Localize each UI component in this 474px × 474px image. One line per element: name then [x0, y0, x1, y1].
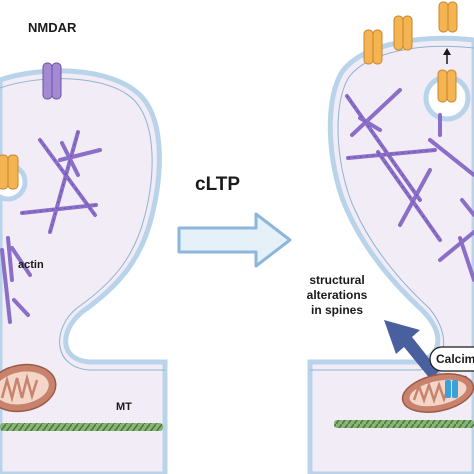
cltp-label: cLTP [195, 174, 241, 195]
structural-line-1: structural [309, 273, 365, 287]
structural-alterations-label: structural alterations in spines [290, 273, 384, 318]
calcium-label-bubble [429, 346, 474, 372]
microtubule-icon [0, 423, 163, 431]
transition-arrow-icon [177, 212, 292, 268]
microtubule-icon [334, 420, 474, 428]
left-spine [0, 62, 168, 474]
nmdar-label: NMDAR [28, 20, 77, 35]
mitochondrion-icon [0, 363, 57, 413]
left-spine-membrane [0, 68, 168, 474]
nmdar-receptor-icon [42, 62, 62, 100]
calcium-channel-icon [445, 380, 458, 398]
ampar-receptor-icon [363, 1, 458, 65]
right-spine [307, 1, 474, 474]
structural-line-2: alterations [306, 288, 368, 302]
mt-label: MT [116, 401, 132, 413]
calcium-label: Calcim [436, 352, 474, 366]
actin-label: actin [18, 259, 44, 271]
ampar-receptor-icon [437, 69, 457, 103]
ampar-receptor-icon [0, 154, 19, 190]
structural-line-3: in spines [310, 303, 363, 317]
exocytosis-arrow-icon [443, 48, 451, 64]
